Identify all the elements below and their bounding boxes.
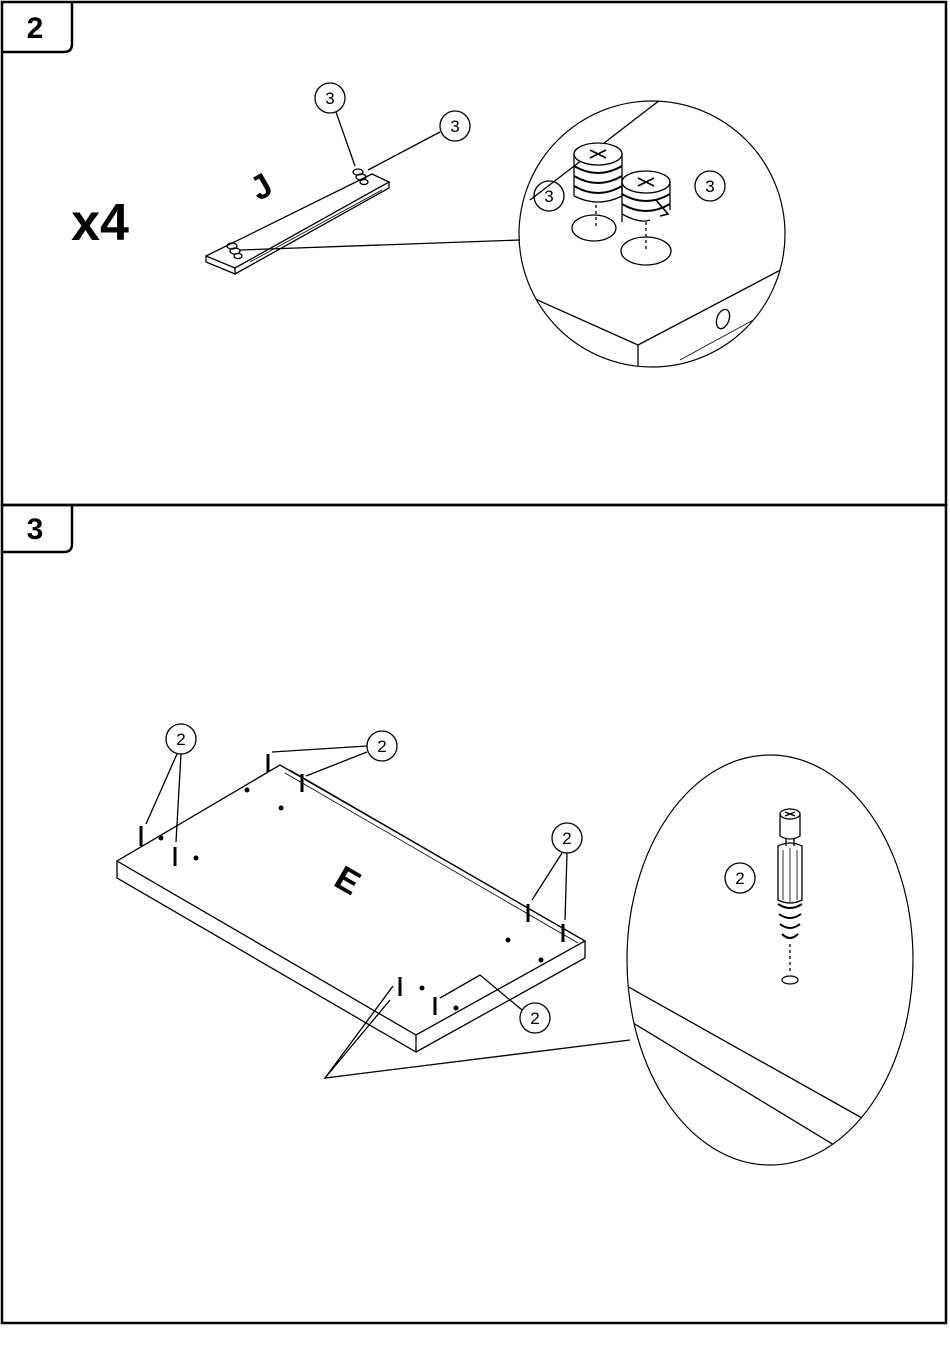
svg-text:2: 2 — [562, 829, 571, 848]
step-3-callout-3: 2 — [552, 823, 582, 853]
svg-text:2: 2 — [377, 737, 386, 756]
step-2-callout-2: 3 — [440, 111, 470, 141]
step-3-callout-2: 2 — [367, 731, 397, 761]
detail-callout: 2 — [725, 863, 755, 893]
leader-line — [368, 132, 440, 170]
svg-text:3: 3 — [544, 187, 553, 206]
cam-lock-detail: 3 3 — [515, 100, 790, 372]
leader-line — [336, 112, 355, 166]
board-j: J — [206, 166, 389, 274]
svg-text:3: 3 — [705, 177, 714, 196]
quantity-label: x4 — [71, 194, 129, 252]
step-2-panel: 2 x4 J 3 3 — [2, 2, 946, 505]
board-e: E — [117, 754, 585, 1052]
part-letter-j: J — [244, 166, 279, 208]
step-3-number: 3 — [27, 513, 44, 546]
dowel-detail: 2 — [625, 755, 913, 1165]
step-2-frame — [2, 2, 946, 505]
step-3-panel: 3 E — [2, 505, 946, 1323]
svg-text:3: 3 — [325, 89, 334, 108]
cam-lock-fitting-2 — [622, 171, 670, 222]
cam-lock-fitting-1 — [574, 143, 622, 202]
svg-text:3: 3 — [450, 117, 459, 136]
leader-line — [532, 853, 567, 920]
detail-callout-right: 3 — [695, 171, 725, 201]
svg-text:2: 2 — [176, 730, 185, 749]
step-3-callout-1: 2 — [166, 724, 196, 754]
step-2-callout-1: 3 — [315, 83, 345, 113]
svg-text:2: 2 — [530, 1009, 539, 1028]
svg-text:2: 2 — [735, 869, 744, 888]
cam-bolt-dowel — [778, 809, 802, 984]
step-2-number: 2 — [27, 12, 44, 45]
step-3-callout-4: 2 — [520, 1003, 550, 1033]
